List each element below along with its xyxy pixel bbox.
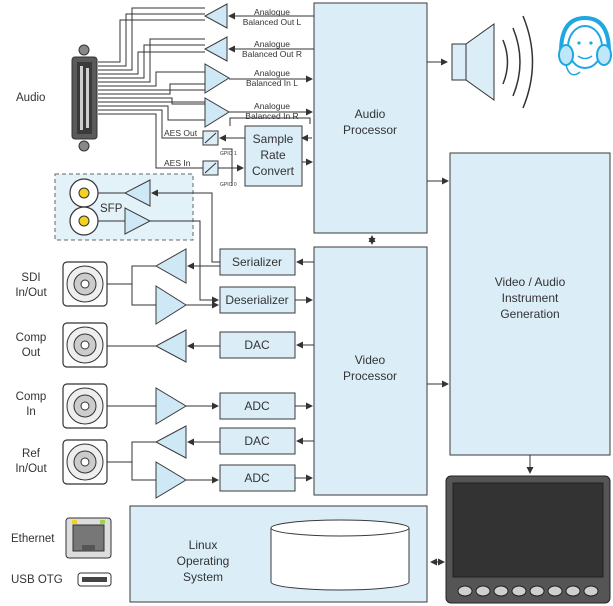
usb-otg-label: USB OTG xyxy=(11,574,63,586)
dac-block-2 xyxy=(219,427,296,455)
comp-in-label-1: Comp xyxy=(16,391,47,403)
comp-in-label-2: In xyxy=(26,406,36,418)
video-processor-block xyxy=(313,246,428,496)
adc-label-1: ADC xyxy=(244,399,270,413)
serializer-label: Serializer xyxy=(232,255,282,269)
sdi-label-1: SDI xyxy=(21,272,40,284)
linux-label-2: Operating xyxy=(177,554,230,568)
sfp-label: SFP xyxy=(100,203,123,215)
audio-processor-label-2: Processor xyxy=(343,123,397,137)
db-connector-icon xyxy=(71,44,98,152)
bnc-connector-icon xyxy=(62,261,108,307)
analog-in-l-label-1: Analogue xyxy=(254,68,290,78)
analog-in-l-label-2: Balanced In L xyxy=(246,78,298,88)
sfp-port-top-icon xyxy=(69,178,99,208)
receiver-in-r xyxy=(204,97,230,128)
analog-out-l-label-2: Balanced Out L xyxy=(243,17,302,27)
monitor-icon xyxy=(445,475,611,604)
va-gen-label-2: Instrument xyxy=(502,291,559,305)
adc-label-2: ADC xyxy=(244,471,270,485)
audio-label: Audio xyxy=(16,92,45,104)
dac-label-1: DAC xyxy=(244,338,270,352)
analog-out-r-label-1: Analogue xyxy=(254,39,290,49)
comp-out-driver xyxy=(154,329,187,363)
speaker-icon xyxy=(451,15,534,109)
analog-in-r-label-2: Balanced In R xyxy=(245,111,298,121)
deserializer-block xyxy=(219,286,296,314)
video-processor-label-1: Video xyxy=(355,353,386,367)
video-processor-label-2: Processor xyxy=(343,369,397,383)
audio-processor-label-1: Audio xyxy=(355,107,386,121)
sdi-receiver-in xyxy=(155,285,187,325)
sdi-label-2: In/Out xyxy=(15,287,47,299)
gpio1-label: GPIO 1 xyxy=(220,151,237,157)
analog-out-r-label-2: Balanced Out R xyxy=(242,49,302,59)
driver-out-r xyxy=(203,36,228,62)
src-label-2: Rate xyxy=(260,148,286,162)
comp-out-label-1: Comp xyxy=(16,332,47,344)
comp-in-receiver xyxy=(155,387,187,425)
ethernet-port-icon xyxy=(65,517,112,559)
dac-label-2: DAC xyxy=(244,434,270,448)
bnc-connector-icon xyxy=(62,383,108,429)
sample-rate-convert-block xyxy=(244,125,303,187)
linux-label-1: Linux xyxy=(189,538,218,552)
deserializer-label: Deserializer xyxy=(225,293,288,307)
ethernet-label: Ethernet xyxy=(11,533,55,545)
bnc-connector-icon xyxy=(62,439,108,485)
ref-label-1: Ref xyxy=(22,448,41,460)
src-label-3: Convert xyxy=(252,164,295,178)
ref-driver-out xyxy=(154,425,187,459)
analog-out-l-label-1: Analogue xyxy=(254,7,290,17)
va-gen-label-3: Generation xyxy=(500,307,559,321)
comp-out-label-2: Out xyxy=(22,347,41,359)
video-audio-generation-block xyxy=(449,152,611,456)
analog-in-r-label-1: Analogue xyxy=(254,101,290,111)
linux-label-3: System xyxy=(183,570,223,584)
receiver-in-l xyxy=(204,63,230,94)
adc-block-2 xyxy=(219,464,296,492)
adc-block-1 xyxy=(219,392,296,420)
src-label-1: Sample xyxy=(253,132,294,146)
ref-receiver-in xyxy=(155,461,187,499)
audio-processor-block xyxy=(313,2,428,234)
sdi-driver-out xyxy=(154,248,187,284)
aes-in-label: AES In xyxy=(164,158,191,168)
bnc-connector-icon xyxy=(62,322,108,368)
sfp-driver-out xyxy=(123,179,151,207)
driver-out-l xyxy=(203,3,228,29)
sfp-port-bottom-icon xyxy=(69,206,99,236)
serializer-block xyxy=(219,248,296,276)
va-gen-label-1: Video / Audio xyxy=(495,275,566,289)
usb-port-icon xyxy=(77,572,112,587)
gpio0-label: GPIO 0 xyxy=(220,182,237,188)
headphones-icon xyxy=(558,15,612,76)
disk-storage-icon xyxy=(270,519,410,591)
aes-out-label: AES Out xyxy=(164,128,198,138)
dac-block-1 xyxy=(219,331,296,359)
ref-label-2: In/Out xyxy=(15,463,47,475)
